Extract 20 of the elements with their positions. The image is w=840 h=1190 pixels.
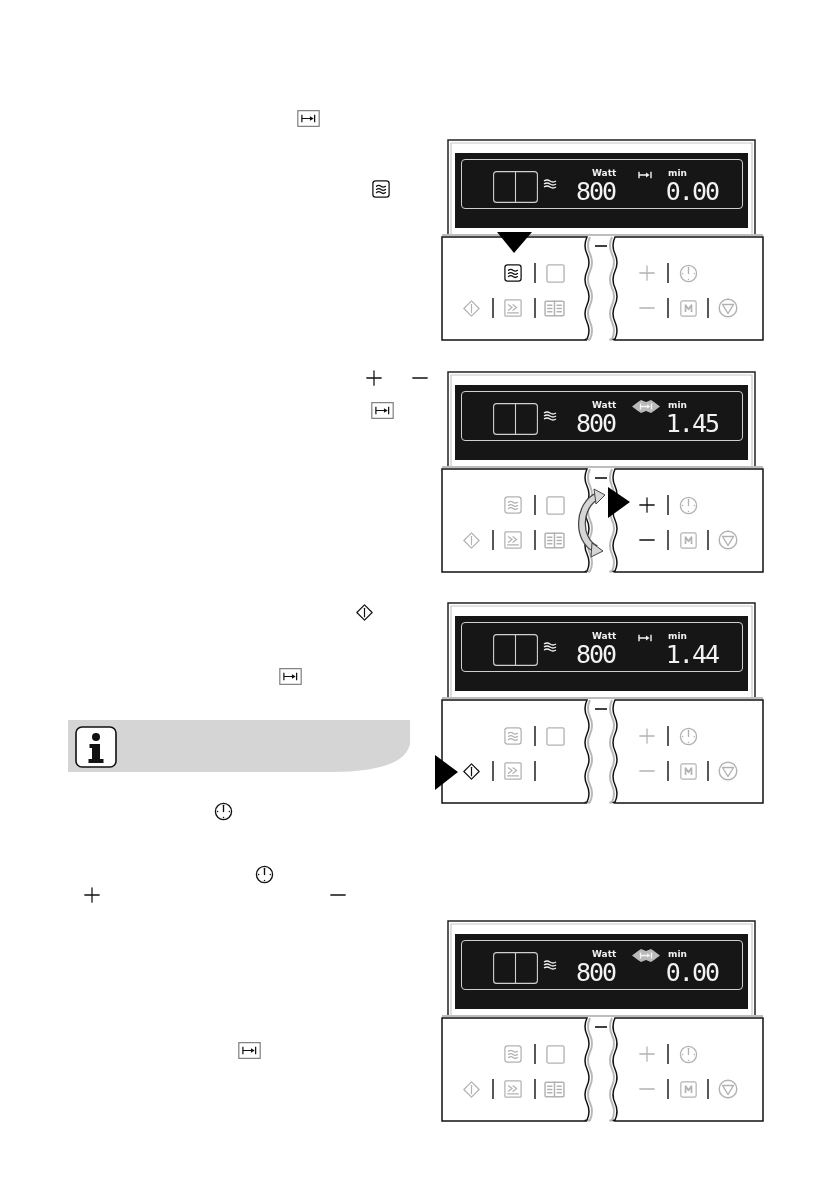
power-readout: 800 (576, 411, 616, 436)
time-readout: 0.00 (665, 179, 718, 204)
time-readout: 1.44 (665, 642, 718, 667)
time-readout: 1.45 (665, 411, 718, 436)
power-readout: 800 (576, 179, 616, 204)
lcd-display (455, 934, 748, 1009)
unit-label: Watt (592, 400, 617, 410)
unit-label: Watt (592, 949, 617, 959)
unit-label: min (668, 631, 687, 641)
lcd-display (455, 616, 748, 691)
power-readout: 800 (576, 960, 616, 985)
lcd-display (455, 153, 748, 228)
time-readout: 0.00 (665, 960, 718, 985)
unit-label: min (668, 400, 687, 410)
lcd-display (455, 385, 748, 460)
unit-label: min (668, 168, 687, 178)
unit-label: Watt (592, 631, 617, 641)
power-readout: 800 (576, 642, 616, 667)
unit-label: min (668, 949, 687, 959)
unit-label: Watt (592, 168, 617, 178)
